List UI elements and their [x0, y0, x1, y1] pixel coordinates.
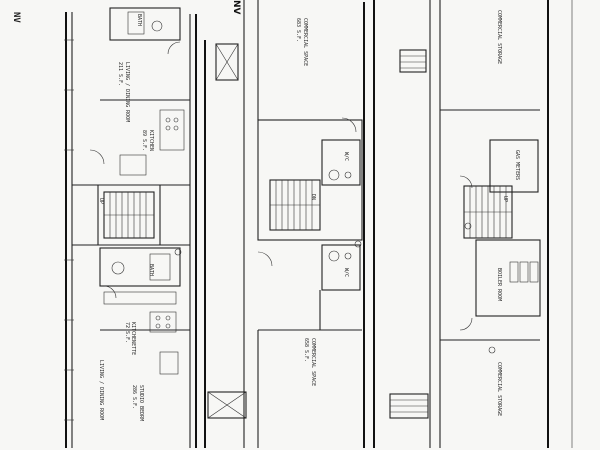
sink-fixture: [344, 252, 352, 260]
kitchenette-counter: [103, 291, 177, 305]
room-area-studio: 286 S.F.: [131, 385, 137, 409]
column-marker: [354, 240, 362, 248]
room-label-kitchenette: KITCHENETTE: [130, 322, 136, 355]
cellar-stair-top: [399, 49, 427, 73]
door-swing: [341, 117, 357, 133]
storefront-window-bottom: [207, 391, 247, 419]
boiler-room: [475, 239, 541, 317]
room-label-commercial-space-1: COMMERCIAL SPACE: [302, 18, 308, 66]
kitchen-counter: [159, 109, 185, 151]
room-label-gas-meters: GAS METERS: [514, 150, 520, 180]
tub-fixture: [127, 11, 145, 35]
residential-floor-plan: NV LIVING / DINING ROOM 211 S.F. KITCHEN…: [11, 7, 197, 448]
boiler-unit: [519, 261, 529, 283]
room-label-commercial-space-2: COMMERCIAL SPACE: [310, 338, 316, 386]
room-area-kitchenette: 72 S.F.: [124, 322, 130, 343]
room-label-studio: STUDIO BEDRM: [138, 385, 144, 421]
room-label-kitchen: KITCHEN: [148, 130, 154, 151]
room-label-living-dining-2: LIVING / DINING ROOM: [98, 360, 104, 420]
stair-residential: [103, 191, 155, 239]
door-swing: [167, 41, 181, 55]
boiler-unit: [529, 261, 539, 283]
tub-fixture: [149, 253, 171, 281]
stair-label-up: UP: [98, 198, 104, 204]
header-letter: NV: [231, 0, 241, 15]
storefront-window-top: [215, 43, 239, 81]
room-area-kitchen: 89 S.F.: [141, 130, 147, 151]
room-area-commercial-space-2: 658 S.F.: [303, 338, 309, 362]
toilet-fixture: [151, 20, 163, 32]
stair-label-dn: DN: [310, 194, 316, 200]
room-label-wc-top: W/C: [343, 152, 349, 161]
room-label-living-dining: LIVING / DINING ROOM: [124, 62, 130, 122]
room-label-commercial-storage-2: COMMERCIAL STORAGE: [496, 362, 502, 416]
door-swing: [459, 317, 473, 331]
closet-box: [159, 351, 179, 375]
stair-label-up-cellar: UP: [502, 196, 508, 202]
door-swing: [257, 251, 273, 267]
room-label-bath-mid: BATH: [148, 264, 154, 276]
door-swing: [103, 285, 117, 299]
room-label-commercial-storage-1: COMMERCIAL STORAGE: [496, 10, 502, 64]
room-label-wc-bottom: W/C: [343, 268, 349, 277]
commercial-floor-plan: NV COMMERCIAL SPACE 683 S.F. COMMERCIAL …: [204, 0, 365, 448]
column-marker: [464, 222, 472, 230]
kitchenette-range: [149, 311, 177, 333]
wc-enclosure-bottom: [321, 244, 361, 291]
column-marker: [488, 346, 496, 354]
room-area-commercial-space-1: 683 S.F.: [295, 18, 301, 42]
bath-enclosure-top: [109, 7, 181, 41]
toilet-fixture: [328, 169, 340, 181]
toilet-fixture: [111, 261, 125, 275]
column-marker: [174, 248, 182, 256]
room-label-boiler-room: BOILER ROOM: [496, 268, 502, 301]
gas-meter-room: [489, 139, 539, 193]
wc-enclosure-top: [321, 139, 361, 186]
toilet-fixture: [328, 250, 340, 262]
bath-enclosure-mid: [99, 247, 181, 287]
sink-fixture: [344, 171, 352, 179]
room-label-bath-top: BATH: [136, 14, 142, 26]
room-area-living-dining: 211 S.F.: [117, 62, 123, 86]
header-letters: NV: [11, 12, 21, 23]
door-swing: [459, 175, 473, 189]
cellar-floor-plan: COMMERCIAL STORAGE COMMERCIAL STORAGE GA…: [373, 0, 573, 448]
door-swing: [89, 149, 105, 165]
window-marks-left: [64, 39, 74, 421]
boiler-unit: [509, 261, 519, 283]
kitchen-sink-counter: [119, 154, 147, 176]
